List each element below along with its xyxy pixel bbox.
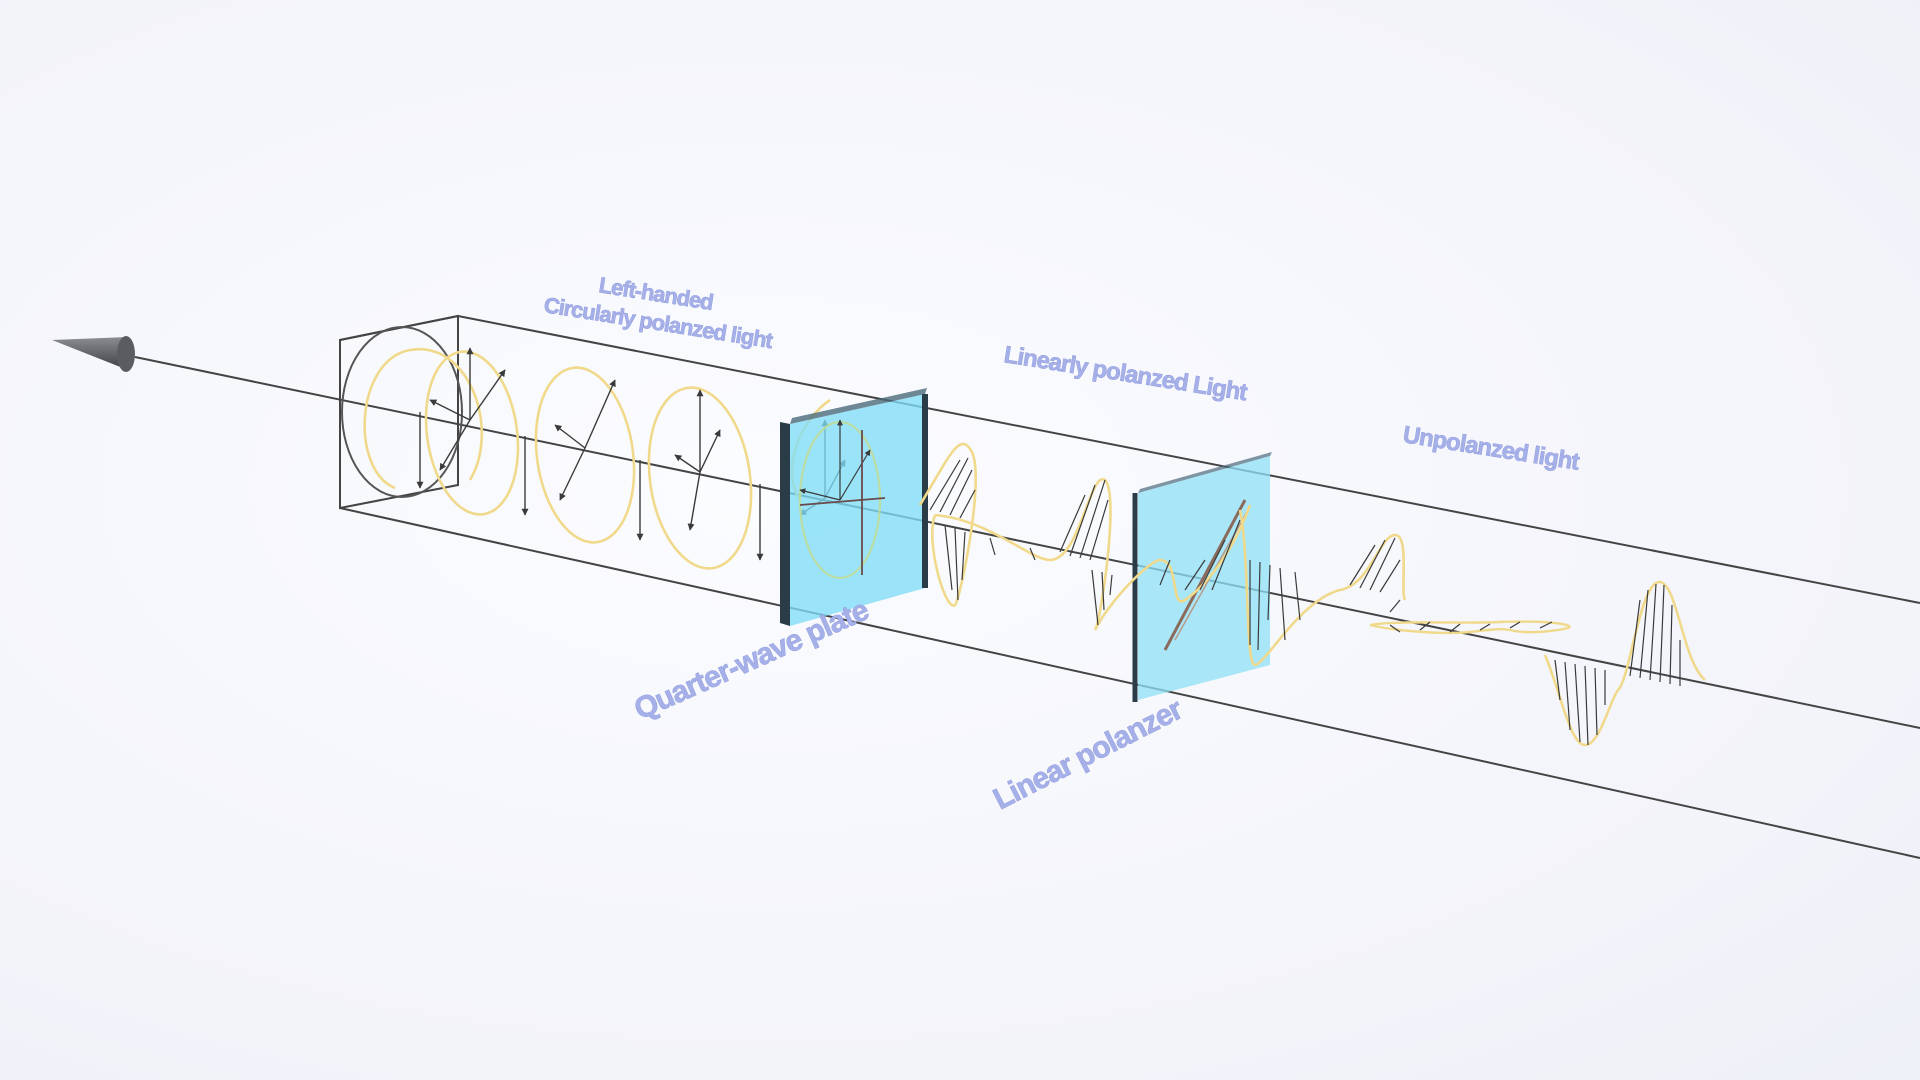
label-unpolarized: Unpolanzed light: [1401, 421, 1581, 476]
linear-polarizer: [1132, 452, 1272, 702]
prism-box: [339, 314, 1920, 859]
circular-wave: [363, 347, 846, 570]
label-linearly-polarized: Linearly polanzed Light: [1002, 341, 1249, 406]
label-quarter-wave-plate: Quarter-wave plate: [629, 594, 873, 727]
light-source-cone-icon: [52, 336, 135, 372]
propagation-axis: [134, 356, 1920, 729]
unpolarized-wave: [1238, 509, 1706, 747]
quarter-wave-plate: [780, 388, 928, 626]
linear-wave: [918, 442, 1252, 631]
label-linear-polarizer: Linear polanzer: [988, 692, 1188, 816]
